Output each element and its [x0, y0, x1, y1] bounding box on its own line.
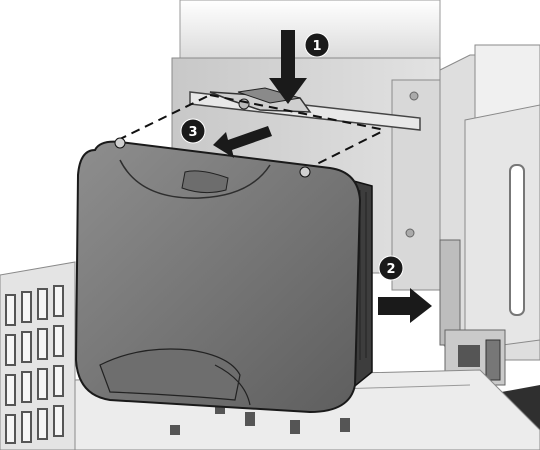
drive-screw: [299, 166, 311, 178]
circled-number-icon: [304, 32, 330, 58]
screw: [405, 228, 415, 238]
arrow-1-down: [269, 30, 307, 104]
hard-drive: [74, 137, 373, 414]
release-latch: [439, 239, 461, 346]
arrow-3-out: [213, 126, 272, 158]
guide-line-left: [117, 94, 211, 141]
right-side-panel: [464, 104, 540, 351]
direction-arrow-icon: [378, 288, 432, 323]
guide-lines: [117, 94, 386, 171]
callout-1: 1: [304, 32, 330, 58]
drive-label-curve: [119, 159, 271, 199]
latch-part: [458, 345, 480, 367]
callout-2: 2: [378, 255, 404, 281]
direction-arrow-icon: [213, 126, 272, 158]
callout-3: 3: [180, 118, 206, 144]
latch-tab: [237, 87, 301, 104]
callout-number: 3: [188, 125, 197, 140]
right-top-block: [474, 44, 540, 121]
latch-part: [485, 339, 501, 381]
callout-number: 2: [386, 262, 395, 277]
drive-bottom-panel: [99, 348, 241, 401]
drive-seam: [214, 364, 251, 406]
callout-number: 1: [312, 39, 321, 54]
screw: [409, 91, 419, 101]
circled-number-icon: [180, 118, 206, 144]
arrow-2-right: [378, 288, 432, 323]
circled-number-icon: [378, 255, 404, 281]
cage-rail: [391, 79, 443, 291]
vent-grid: [5, 285, 64, 444]
drive-screw: [114, 137, 126, 149]
direction-arrow-icon: [269, 30, 307, 104]
slot: [509, 164, 525, 316]
drive-recess: [181, 170, 229, 194]
